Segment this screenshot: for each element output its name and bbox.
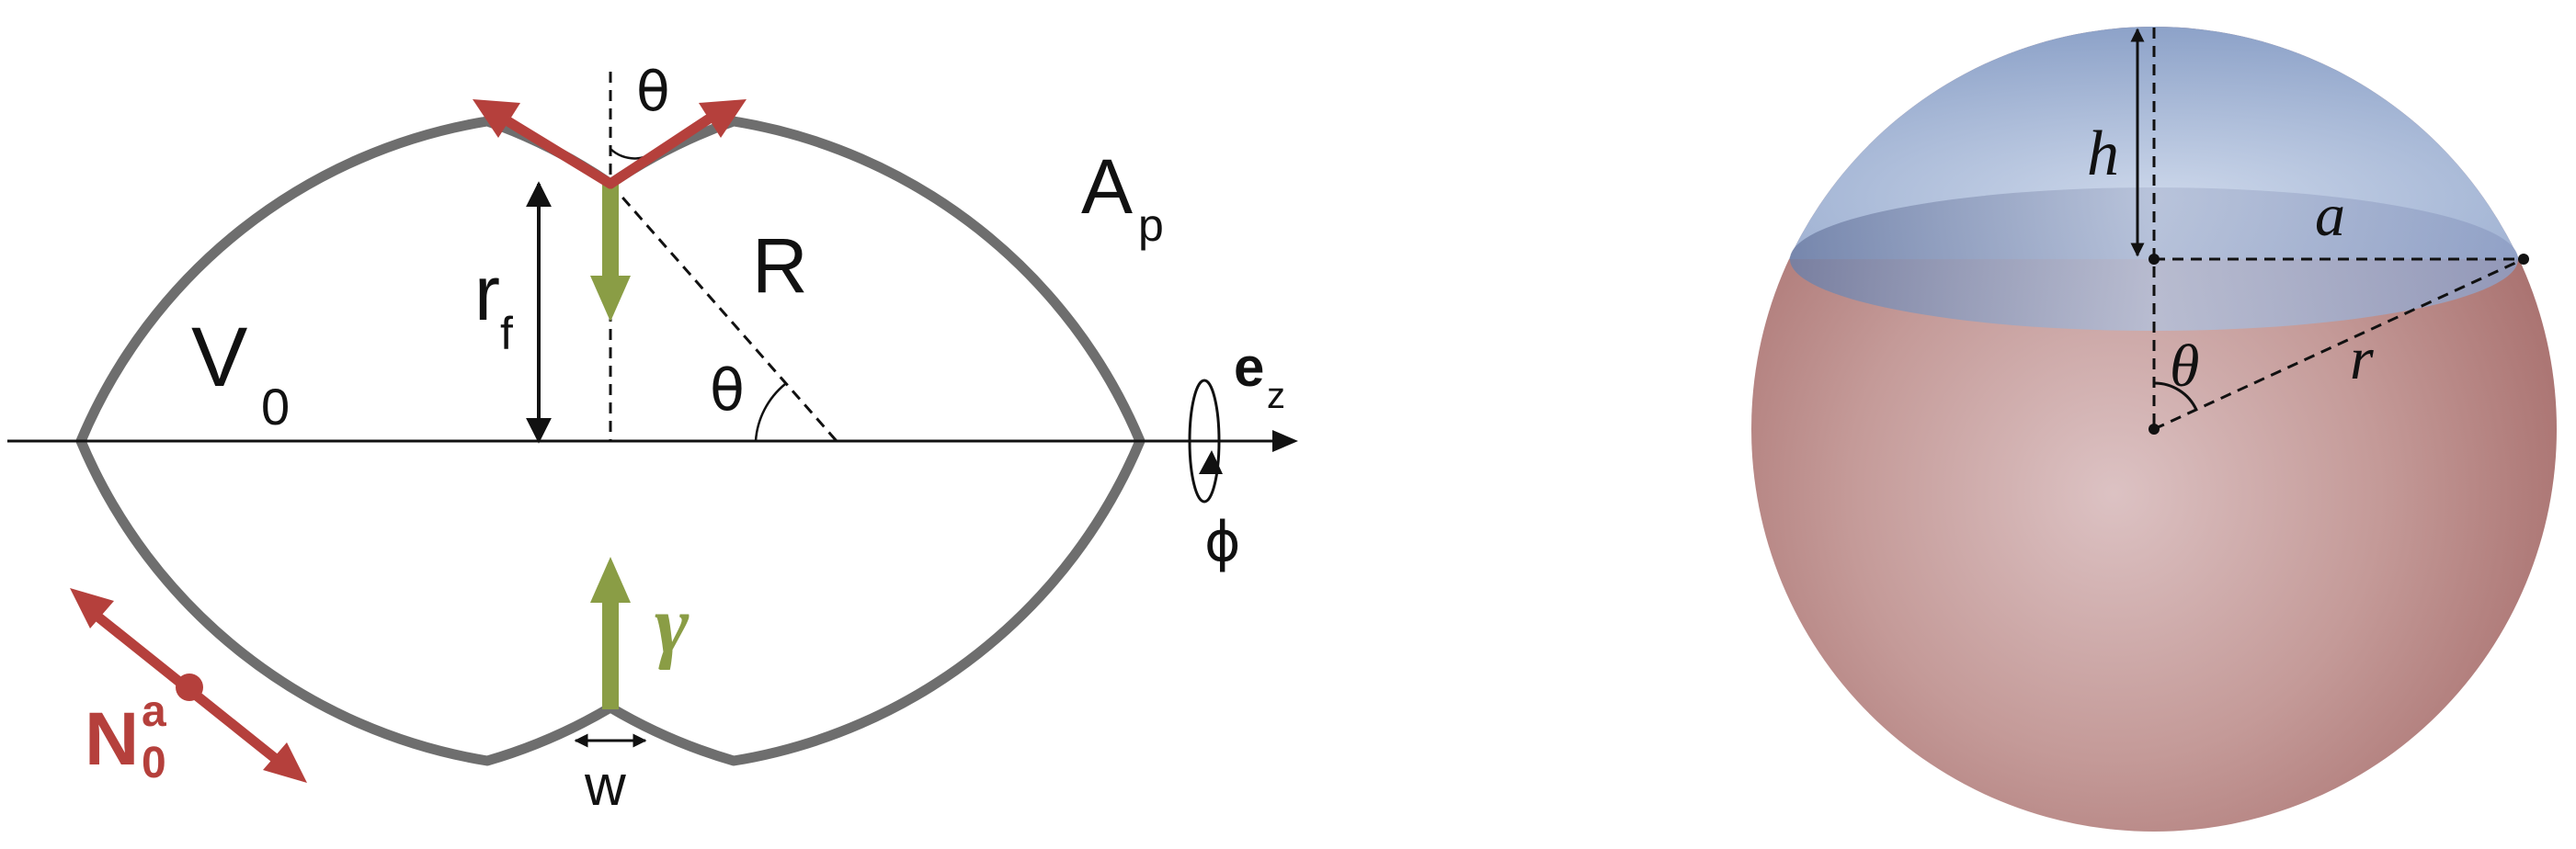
theta-arc-right [2153,381,2198,411]
rim-point [2518,254,2529,265]
N-superscript: a [142,687,166,736]
r-label: r [474,250,500,336]
right-diagram: h a θ r [1751,27,2557,832]
gamma-arrow-down [590,184,631,322]
N-label: N [85,697,139,781]
rotation-loop [1188,379,1221,504]
A-subscript: p [1138,199,1164,251]
theta-label-right: θ [2170,333,2199,400]
h-label: h [2087,119,2119,189]
tangent-arrow-left [473,99,616,189]
R-label: R [752,222,808,309]
r-dashed-line [2153,257,2525,431]
tangent-arrow-right [605,99,747,189]
r-label-right: r [2350,325,2374,392]
theta-axis-label: θ [710,357,745,424]
sphere-center-point [2149,424,2160,435]
theta-top-label: θ [636,60,670,124]
r-subscript: f [500,308,513,359]
rotation-arrowhead [1199,450,1223,474]
w-label: w [584,754,626,818]
phi-label: ϕ [1204,510,1241,574]
ez-label: e [1234,336,1264,398]
V-subscript: 0 [261,378,290,436]
left-diagram: θ R A p r f V 0 θ e z ϕ γ N a 0 w [7,60,1298,818]
theta-axis-arc [754,383,786,442]
radius-dashed-line [609,183,838,442]
normal-arrow-n0a [70,588,307,783]
a-label: a [2315,182,2345,249]
V-label: V [191,311,247,404]
axis-arrowhead [1272,430,1298,452]
disk-center-point [2149,254,2160,265]
N-subscript: 0 [142,739,166,787]
gamma-arrow-up [590,557,631,709]
ez-subscript: z [1267,376,1285,416]
A-label: A [1081,143,1133,230]
gamma-label: γ [655,580,690,671]
